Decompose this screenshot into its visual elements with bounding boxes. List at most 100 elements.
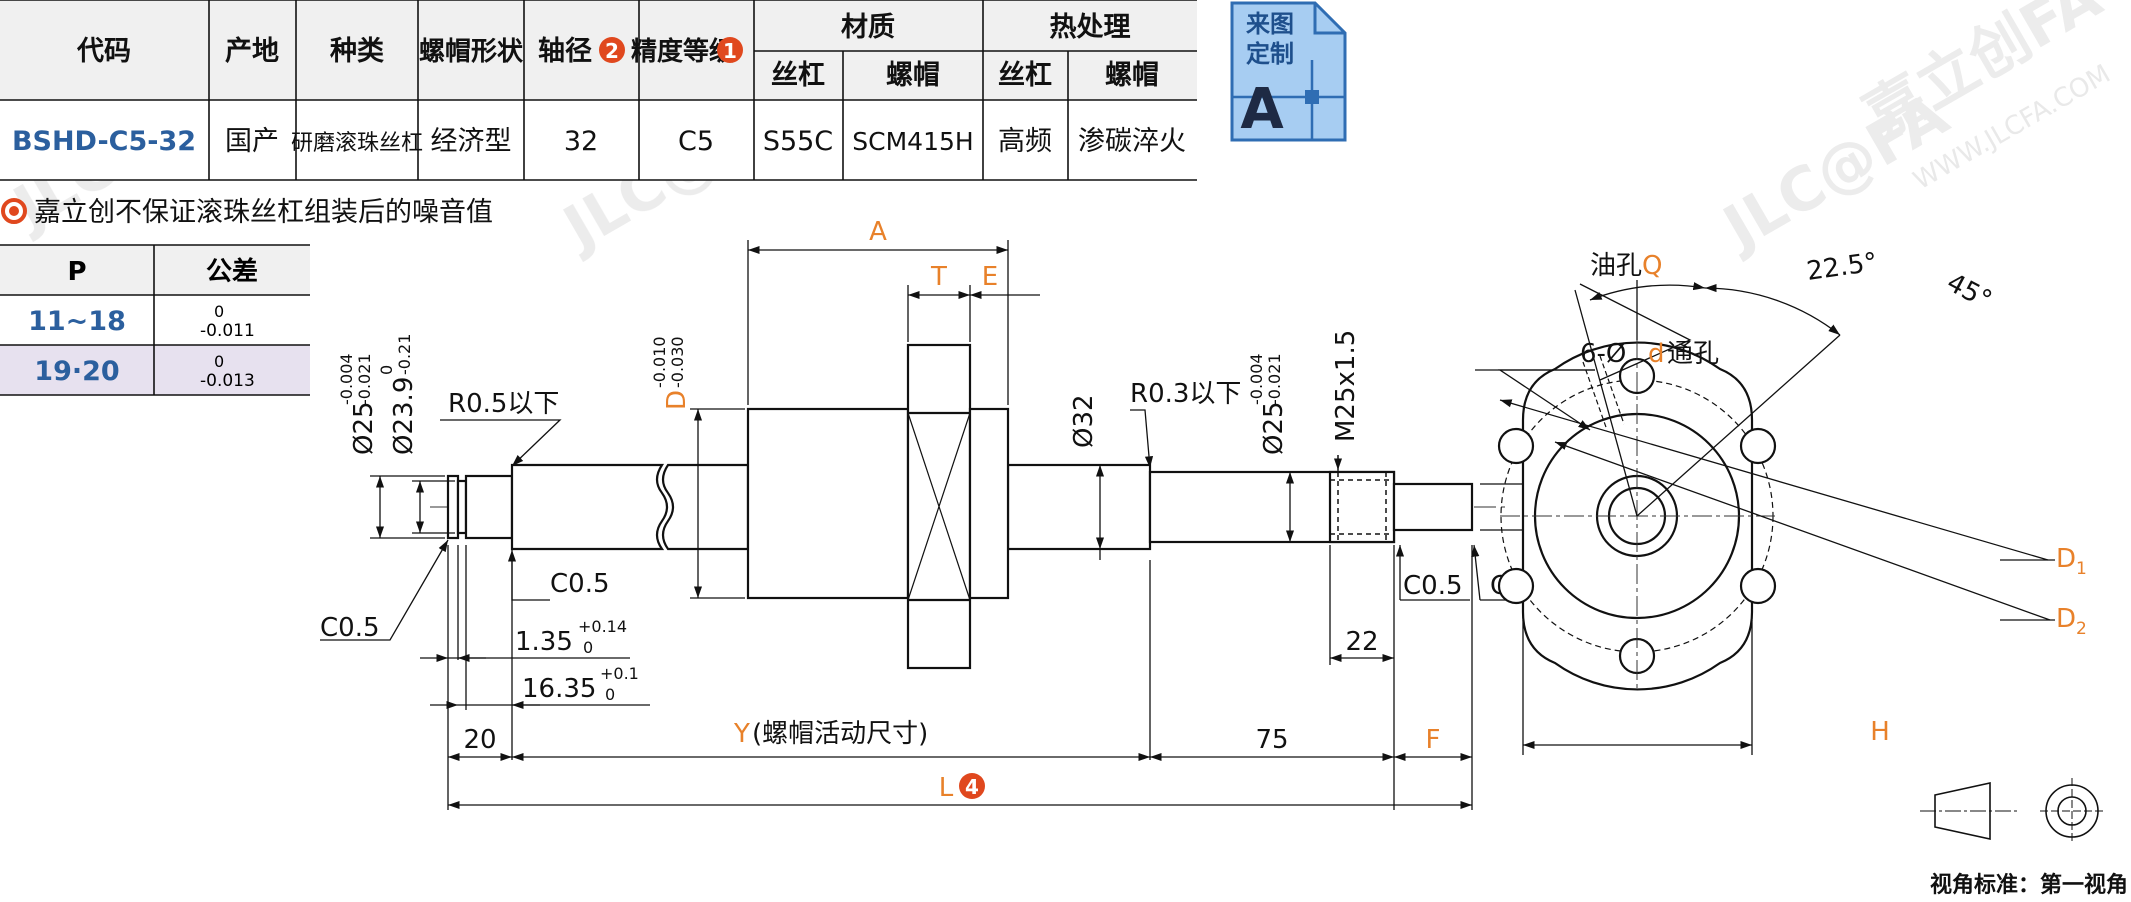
side-view-dimensions: [1475, 280, 2055, 755]
header-type: 种类: [330, 36, 384, 67]
header-code: 代码: [76, 36, 131, 67]
dim-1-35-lower: 0: [583, 638, 593, 657]
cell-shaft-dia: 32: [564, 126, 598, 157]
label-D1: D: [2056, 544, 2076, 574]
angle-22-5: 22.5°: [1805, 247, 1879, 287]
dim-1-35: 1.35: [515, 627, 573, 657]
angle-45: 45°: [1942, 268, 1997, 316]
tol-header-p: P: [67, 257, 86, 287]
holes-d: d: [1648, 339, 1665, 369]
header-heat-nut: 螺帽: [1105, 60, 1159, 91]
label-H: H: [1870, 717, 1890, 747]
dim-L: L: [939, 773, 954, 803]
header-origin: 产地: [225, 36, 279, 67]
dim-d25-left-upper: -0.004: [337, 353, 356, 405]
dim-m25: M25x1.5: [1331, 330, 1361, 442]
label-D1-sub: 1: [2076, 559, 2087, 579]
dim-16-35-lower: 0: [605, 685, 615, 704]
screw-shaft-mid: [661, 463, 750, 551]
dim-d25-left: Ø25: [349, 401, 379, 455]
dim-d32: Ø32: [1069, 394, 1099, 448]
dim-d25-right-upper: -0.004: [1247, 353, 1266, 405]
header-heat: 热处理: [1050, 12, 1131, 43]
cell-origin: 国产: [225, 126, 279, 157]
dim-22: 22: [1345, 627, 1378, 657]
nut-body: [746, 407, 910, 600]
badge-precision: 1: [717, 37, 743, 63]
tol-row1-lower: -0.011: [200, 321, 255, 341]
cell-material-nut: SCM415H: [852, 127, 973, 156]
header-material: 材质: [841, 12, 895, 43]
badge-shaft-dia: 2: [599, 37, 625, 63]
dim-Y: Y: [733, 719, 750, 749]
dim-c05-mid: C0.5: [550, 569, 610, 599]
holes-prefix: 6-Ø: [1580, 339, 1626, 369]
tol-row2-lower: -0.013: [200, 371, 255, 391]
label-D2: D: [2056, 604, 2076, 634]
svg-text:4: 4: [965, 775, 979, 799]
dim-d25-left-lower: -0.021: [355, 353, 374, 405]
bolt-hole: [1497, 567, 1535, 605]
left-journal-tip: [446, 474, 460, 540]
dim-F: F: [1426, 725, 1441, 755]
dim-d239: Ø23.9: [389, 377, 419, 455]
dim-r03: R0.3以下: [1130, 379, 1241, 409]
cell-type: 研磨滚珠丝杠: [291, 131, 423, 156]
dim-16-35-upper: +0.1: [600, 664, 639, 683]
cell-material-screw: S55C: [763, 126, 833, 157]
dim-20: 20: [463, 725, 496, 755]
dim-T: T: [930, 262, 947, 292]
cell-code: BSHD-C5-32: [12, 126, 196, 157]
header-material-screw: 丝杠: [771, 60, 825, 91]
dim-75: 75: [1255, 725, 1288, 755]
dim-d239-lower: -0.21: [395, 334, 414, 375]
custom-drawing-badge[interactable]: 来图 定制 A: [1230, 1, 1347, 142]
dim-Y-note: (螺帽活动尺寸): [752, 719, 928, 749]
dim-D-lower: -0.030: [668, 336, 687, 388]
dim-d25-right-lower: -0.021: [1265, 353, 1284, 405]
screw-shaft-left: [510, 463, 669, 551]
dim-D: D: [662, 390, 692, 410]
tol-row2-upper: 0: [214, 352, 224, 371]
cell-precision: C5: [678, 126, 714, 157]
front-dimensions: [320, 240, 1560, 810]
spec-table: 代码 产地 种类 螺帽形状 轴径 精度等级 材质 热处理 丝杠 螺帽 丝杠 螺帽…: [0, 0, 1197, 181]
header-heat-screw: 丝杠: [998, 60, 1052, 91]
noise-note: 嘉立创不保证滚珠丝杠组装后的噪音值: [1, 197, 493, 228]
tol-row1-p: 11~18: [28, 306, 126, 337]
tol-row1-upper: 0: [214, 302, 224, 321]
header-shaft-dia: 轴径: [538, 36, 592, 67]
dim-D-upper: -0.010: [650, 336, 669, 388]
bolt-hole: [1739, 427, 1777, 465]
cell-heat-nut: 渗碳淬火: [1078, 126, 1186, 157]
svg-text:1: 1: [723, 39, 737, 63]
bolt-hole: [1739, 567, 1777, 605]
custom-badge-line2: 定制: [1246, 40, 1294, 68]
screw-shaft-right: [1006, 463, 1152, 551]
tol-row2-p: 19·20: [34, 356, 119, 387]
badge-L: 4: [959, 773, 985, 799]
right-end-tip: [1392, 482, 1474, 532]
note-bullet-icon: [1, 198, 27, 224]
custom-badge-letter: A: [1240, 77, 1284, 142]
svg-text:2: 2: [605, 39, 619, 63]
dim-d25-right: Ø25: [1259, 401, 1289, 455]
dim-16-35: 16.35: [522, 674, 596, 704]
tol-header-tolerance: 公差: [206, 256, 258, 287]
cell-nut-shape: 经济型: [431, 126, 512, 157]
custom-badge-line1: 来图: [1246, 10, 1294, 38]
dim-c05-left: C0.5: [320, 613, 380, 643]
header-material-nut: 螺帽: [886, 60, 940, 91]
header-nut-shape: 螺帽形状: [419, 37, 524, 67]
dim-A: A: [869, 217, 887, 247]
bolt-hole: [1497, 427, 1535, 465]
dim-1-35-upper: +0.14: [578, 617, 627, 636]
tolerance-table: P 公差 11~18 0 -0.011 19·20 0 -0.013: [0, 244, 310, 396]
label-D2-sub: 2: [2076, 619, 2087, 639]
side-view-labels: 油孔 Q 22.5° 45° 6-Ø d 通孔 D 1 D 2 H: [1580, 247, 2087, 747]
oil-hole-label: 油孔: [1590, 251, 1642, 281]
left-journal-groove: [456, 479, 468, 535]
svg-text:嘉立创不保证滚珠丝杠组装后的噪音值: 嘉立创不保证滚珠丝杠组装后的噪音值: [34, 197, 493, 228]
cell-heat-screw: 高频: [998, 126, 1052, 157]
